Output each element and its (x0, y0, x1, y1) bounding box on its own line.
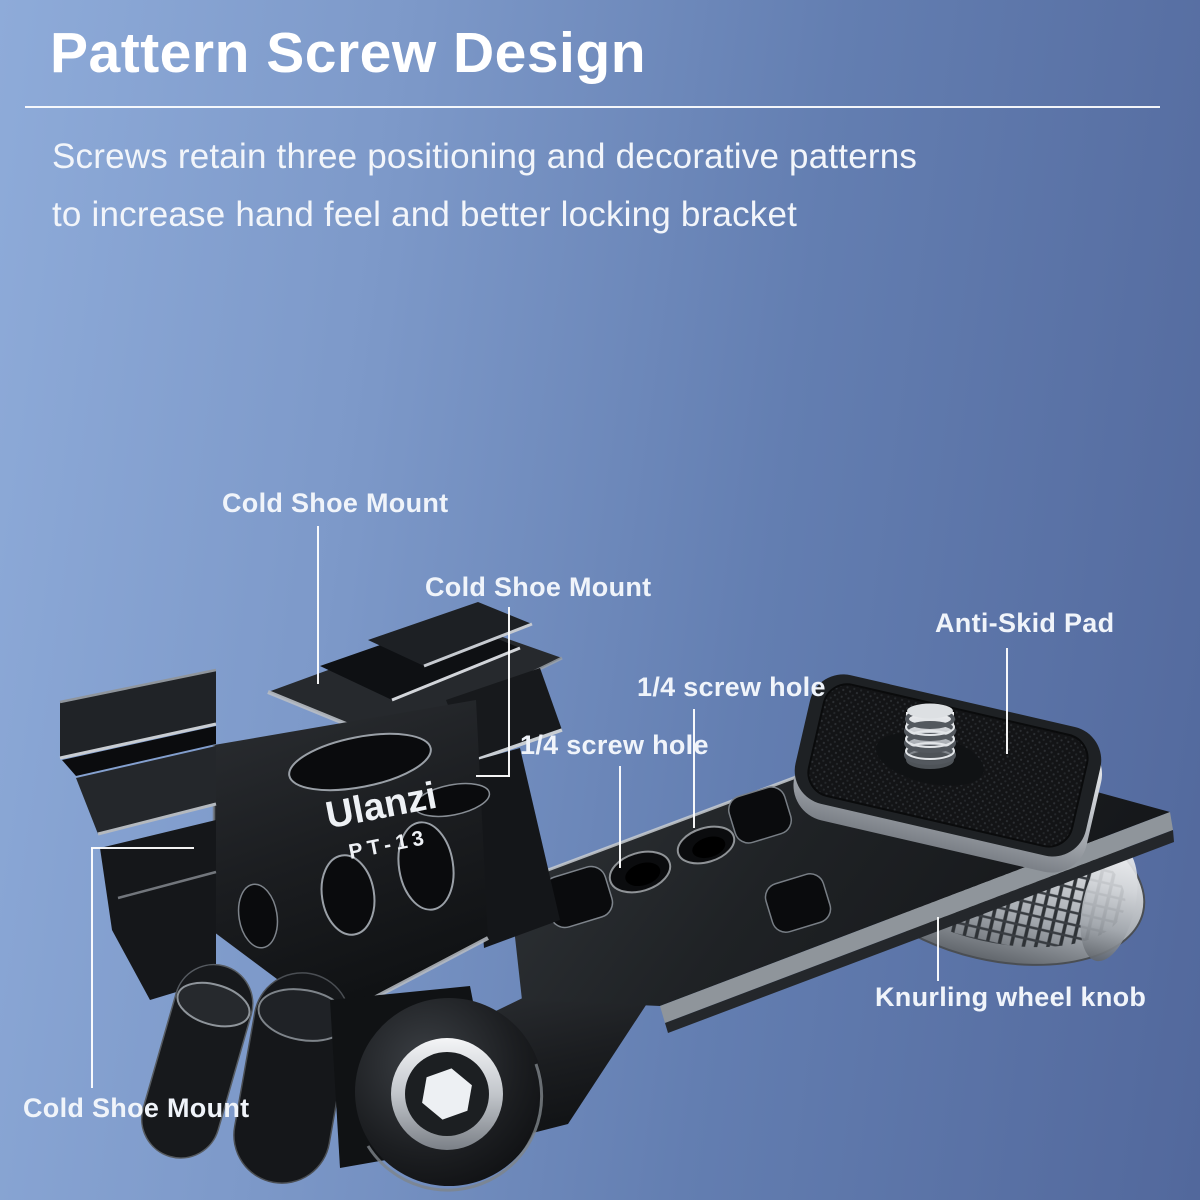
leader-anti-skid-pad (1006, 648, 1008, 754)
divider-line (25, 106, 1160, 108)
label-quarter-screw-hole-lower: 1/4 screw hole (520, 730, 709, 760)
label-cold-shoe-mount-top: Cold Shoe Mount (222, 488, 449, 518)
hex-socket-screw-graphic (422, 1068, 472, 1120)
cold-shoe-block-graphic: Ulanzi PT-13 (212, 700, 491, 1022)
page-subtitle: Screws retain three positioning and deco… (52, 128, 917, 244)
leader-screw-hole-upper (693, 709, 695, 828)
leader-screw-hole-lower (619, 766, 621, 868)
quarter-screw-hole-2-graphic (676, 825, 736, 865)
leader-cold-shoe-top (317, 526, 319, 684)
cold-shoe-left-graphic (59, 668, 217, 1000)
label-quarter-screw-hole-upper: 1/4 screw hole (637, 672, 826, 702)
screw-stud-graphic (904, 703, 956, 769)
page-title: Pattern Screw Design (50, 21, 647, 85)
label-cold-shoe-mount-mid: Cold Shoe Mount (425, 572, 652, 602)
cold-shoe-top-graphic (267, 602, 563, 744)
leader-cold-shoe-bottom-horizontal (91, 847, 194, 849)
quarter-screw-hole-1-graphic (608, 850, 672, 894)
subtitle-line-1: Screws retain three positioning and deco… (52, 137, 918, 176)
label-cold-shoe-mount-bottom: Cold Shoe Mount (23, 1093, 250, 1123)
label-anti-skid-pad: Anti-Skid Pad (935, 608, 1115, 638)
label-knurling-wheel-knob: Knurling wheel knob (875, 982, 1147, 1012)
leader-cold-shoe-bottom-vertical (91, 848, 93, 1088)
hinge-pivot-graphic (140, 963, 544, 1192)
leader-knurling-knob (937, 917, 939, 981)
leader-cold-shoe-mid-horizontal (476, 775, 510, 777)
subtitle-line-2: to increase hand feel and better locking… (52, 195, 798, 234)
leader-cold-shoe-mid-vertical (508, 607, 510, 777)
